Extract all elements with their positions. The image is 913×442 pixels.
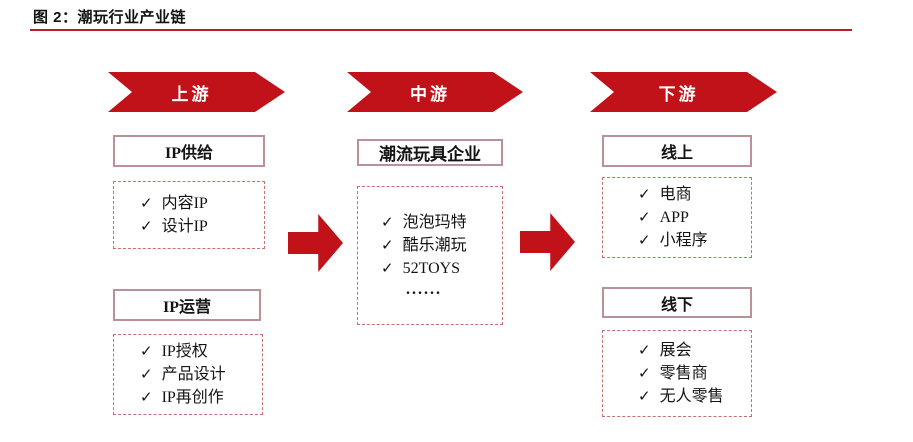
checkmark-icon: ✓: [638, 231, 651, 249]
checkmark-icon: ✓: [381, 259, 394, 277]
right-arrow-icon: [288, 214, 343, 272]
banner-upstream: 上游: [108, 72, 285, 112]
ellipsis-more: ......: [406, 281, 442, 298]
list-item-label: APP: [659, 209, 689, 226]
banner-downstream: 下游: [590, 72, 777, 112]
header-box-offline: 线下: [602, 287, 752, 318]
list-item-label: IP再创作: [161, 389, 224, 406]
header-box-ip-supply: IP供给: [113, 135, 265, 167]
checkmark-icon: ✓: [638, 387, 651, 405]
checkmark-icon: ✓: [381, 213, 394, 231]
checkmark-icon: ✓: [140, 388, 153, 406]
list-item: ✓ 泡泡玛特: [381, 211, 502, 234]
list-item: ✓ 酷乐潮玩: [381, 234, 502, 257]
list-item: ✓ APP: [638, 206, 751, 229]
header-box-online: 线上: [602, 135, 752, 167]
list-item: ✓ 零售商: [638, 362, 751, 385]
list-item: ✓ 无人零售: [638, 385, 751, 408]
header-box-toy-companies: 潮流玩具企业: [357, 139, 503, 166]
list-item: ✓ 内容IP: [140, 192, 264, 215]
list-item-label: 电商: [659, 186, 692, 203]
detail-box-ip-operations: ✓ IP授权 ✓ 产品设计 ✓ IP再创作: [113, 334, 263, 415]
figure-title: 图 2：潮玩行业产业链: [33, 9, 187, 26]
header-offline-label: 线下: [660, 296, 693, 314]
list-item: ✓ 展会: [638, 339, 751, 362]
list-item: ✓ IP授权: [140, 340, 262, 363]
checkmark-icon: ✓: [638, 341, 651, 359]
title-rule: [30, 29, 852, 31]
header-box-ip-operations: IP运营: [113, 289, 261, 321]
list-item: ✓ IP再创作: [140, 386, 262, 409]
detail-box-toy-companies: ✓ 泡泡玛特 ✓ 酷乐潮玩 ✓ 52TOYS ......: [357, 186, 503, 325]
checkmark-icon: ✓: [638, 208, 651, 226]
list-item: ✓ 电商: [638, 183, 751, 206]
detail-box-ip-supply: ✓ 内容IP ✓ 设计IP: [113, 181, 265, 249]
list-item-label: 产品设计: [161, 366, 226, 383]
list-item-label: 无人零售: [659, 388, 724, 405]
banner-upstream-label: 上游: [171, 84, 212, 104]
right-arrow-icon: [520, 213, 575, 271]
list-item: ✓ 设计IP: [140, 215, 264, 238]
list-item-label: 展会: [659, 342, 692, 359]
banner-midstream-label: 中游: [410, 84, 450, 104]
list-item-label: 内容IP: [161, 195, 208, 212]
checkmark-icon: ✓: [140, 342, 153, 360]
list-item: ✓ 小程序: [638, 229, 751, 252]
checkmark-icon: ✓: [140, 194, 153, 212]
list-item-label: 零售商: [659, 365, 708, 382]
list-item-label: 酷乐潮玩: [402, 237, 467, 254]
detail-box-offline: ✓ 展会 ✓ 零售商 ✓ 无人零售: [602, 330, 752, 417]
checkmark-icon: ✓: [638, 185, 651, 203]
checkmark-icon: ✓: [140, 217, 153, 235]
banner-midstream: 中游: [347, 72, 523, 112]
banner-downstream-label: 下游: [658, 84, 699, 104]
list-item-label: 泡泡玛特: [402, 214, 467, 231]
list-item: ✓ 52TOYS: [381, 257, 502, 280]
checkmark-icon: ✓: [638, 364, 651, 382]
header-toy-companies-label: 潮流玩具企业: [379, 145, 481, 164]
detail-box-online: ✓ 电商 ✓ APP ✓ 小程序: [602, 177, 752, 258]
checkmark-icon: ✓: [381, 236, 394, 254]
header-ip-supply-label: IP供给: [164, 145, 213, 162]
list-item-label: 设计IP: [161, 218, 208, 235]
list-item: ✓ 产品设计: [140, 363, 262, 386]
list-item-label: 小程序: [659, 232, 708, 249]
header-ip-operations-label: IP运营: [162, 299, 211, 316]
header-online-label: 线上: [660, 145, 693, 162]
checkmark-icon: ✓: [140, 365, 153, 383]
list-item-label: 52TOYS: [402, 260, 461, 277]
list-item-label: IP授权: [161, 343, 208, 360]
